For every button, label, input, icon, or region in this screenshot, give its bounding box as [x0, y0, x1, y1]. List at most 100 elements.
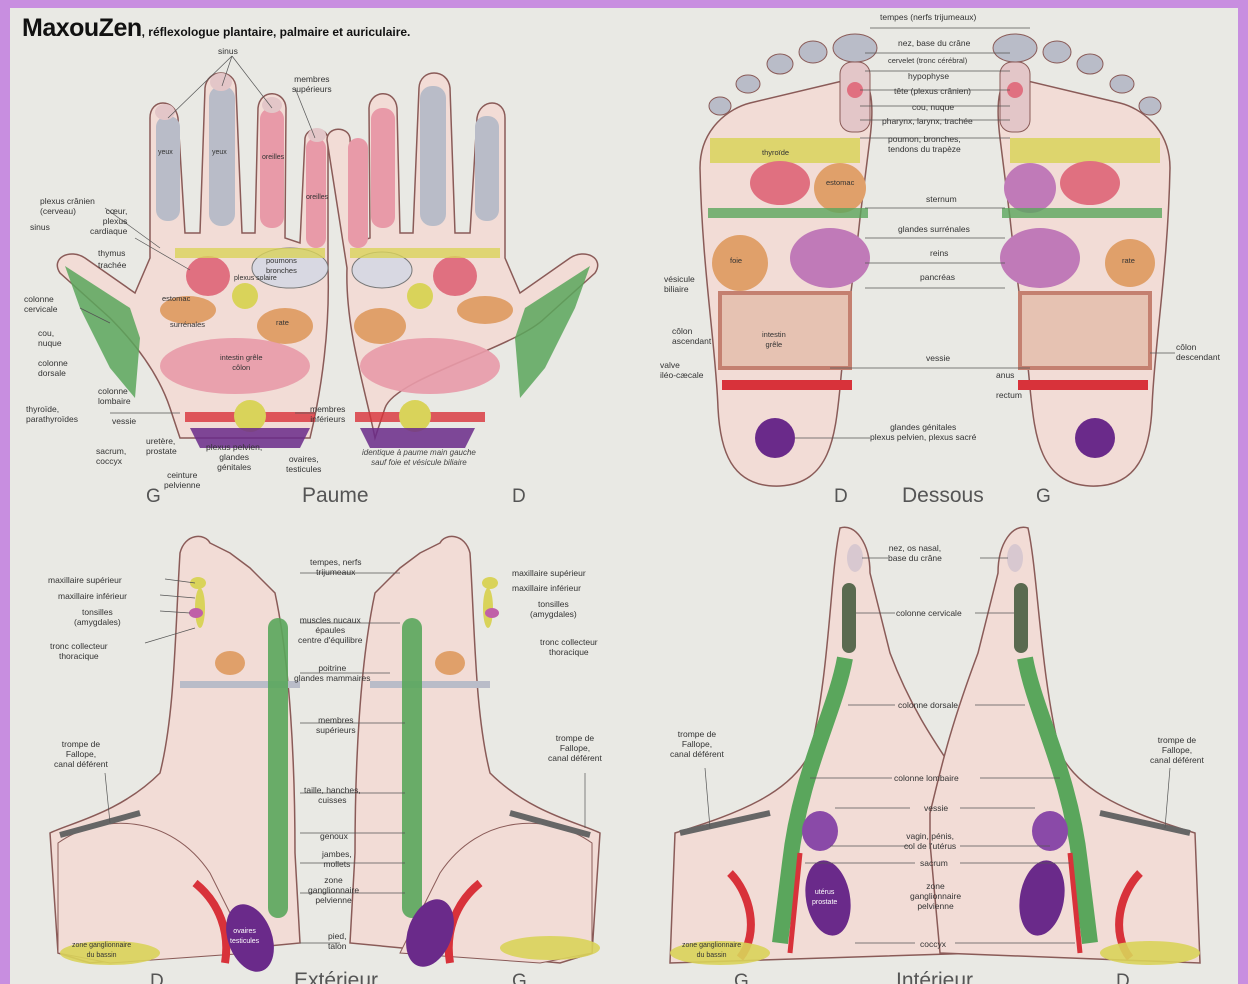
reflexology-chart: MaxouZen, réflexologue plantaire, palmai… [10, 8, 1238, 984]
label-nose: nez, base du crâne [898, 38, 970, 48]
label-lung-sole: poumon, bronches, tendons du trapèze [888, 134, 961, 154]
exterior-side-right: G [512, 971, 527, 984]
interior-panel: nez, os nasal, base du crâne colonne cer… [630, 513, 1238, 984]
label-upper-jaw: maxillaire supérieur [48, 575, 122, 585]
label-stomach: estomac [162, 294, 190, 304]
label-spleen: rate [276, 318, 289, 328]
label-intestine: intestin grêle côlon [220, 353, 263, 373]
label-thoracic-duct-r: tronc collecteur thoracique [540, 637, 598, 657]
label-fallopian-int-left: trompe de Fallope, canal déférent [670, 729, 724, 759]
interior-side-right: D [1116, 971, 1130, 984]
label-thyroid-sole: thyroïde [762, 148, 789, 158]
label-fallopian-left: trompe de Fallope, canal déférent [54, 739, 108, 769]
label-small-intestine: intestin grêle [762, 330, 786, 350]
label-sinus: sinus [218, 46, 238, 56]
pancreas-zone [790, 228, 870, 288]
label-pelvis-zone-int: zone ganglionnaire du bassin [682, 941, 741, 961]
heart-zone [186, 256, 230, 296]
label-dorsal-spine: colonne dorsale [38, 358, 68, 378]
label-upper-limbs: membres supérieurs [292, 74, 332, 94]
label-cerebellum: cervelet (tronc cérébral) [888, 56, 967, 66]
label-upper-limbs-ext: membres supérieurs [316, 715, 356, 735]
label-tonsils: tonsilles (amygdales) [74, 607, 121, 627]
palm-side-left: G [146, 486, 161, 508]
palm-panel: sinus membres supérieurs yeux yeux oreil… [10, 8, 620, 508]
label-vagina: vagin, pénis, col de l'utérus [904, 831, 956, 851]
label-ascending-colon: côlon ascendant [672, 326, 711, 346]
label-pelvic-zone-ext: zone ganglionnaire pelvienne [308, 875, 359, 905]
label-anus: anus [996, 370, 1014, 380]
label-tonsils-r: tonsilles (amygdales) [530, 599, 577, 619]
label-bladder-int: vessie [924, 803, 948, 813]
label-descending-colon: côlon descendant [1176, 342, 1220, 362]
label-ovaries: ovaires, testicules [286, 454, 321, 474]
label-dorsal-int: colonne dorsale [898, 700, 958, 710]
label-ears-2: oreilles [306, 193, 328, 203]
label-spleen-sole: rate [1122, 256, 1135, 266]
label-valve: valve iléo-cæcale [660, 360, 703, 380]
label-bladder-sole: vessie [926, 353, 950, 363]
label-rectum: rectum [996, 390, 1022, 400]
label-eyes-1: yeux [158, 148, 173, 158]
interior-side-left: G [734, 971, 749, 984]
exterior-side-left: D [150, 971, 164, 984]
label-thyroid: thyroïde, parathyroïdes [26, 404, 78, 424]
cervical-zone [842, 583, 856, 653]
label-solar-plexus: plexus solaire [234, 274, 277, 284]
label-thymus: thymus [98, 248, 125, 258]
right-hand [327, 73, 598, 448]
label-temples-ext: tempes, nerfs trijumeaux [310, 557, 362, 577]
label-cervical-int: colonne cervicale [896, 608, 962, 618]
label-temples: tempes (nerfs trijumeaux) [880, 12, 976, 22]
pelvic-zone [234, 400, 266, 432]
label-legs: jambes, mollets [322, 849, 352, 869]
palm-caption: Paume [302, 484, 369, 508]
label-stomach-sole: estomac [826, 178, 854, 188]
sole-caption: Dessous [902, 484, 984, 508]
label-gallbladder: vésicule biliaire [664, 274, 695, 294]
label-coccyx: coccyx [920, 939, 946, 949]
label-adrenal-glands: glandes surrénales [898, 224, 970, 234]
label-waist: taille, hanches, cuisses [304, 785, 361, 805]
right-sole [700, 34, 877, 486]
label-pelvic-belt: ceinture pelvienne [164, 470, 200, 490]
genital-zone [755, 418, 795, 458]
label-lower-jaw: maxillaire inférieur [58, 591, 127, 601]
label-fallopian-right: trompe de Fallope, canal déférent [548, 733, 602, 763]
label-eyes-2: yeux [212, 148, 227, 158]
label-pituitary: hypophyse [908, 71, 949, 81]
label-pancreas: pancréas [920, 272, 955, 282]
label-pelvic-plexus: plexus pelvien, glandes génitales [206, 442, 262, 472]
label-sacrum-int: sacrum [920, 858, 948, 868]
label-uterus: utérus prostate [812, 888, 837, 908]
exterior-caption: Extérieur [294, 969, 378, 984]
label-sinus-left: sinus [30, 222, 50, 232]
label-lower-jaw-r: maxillaire inférieur [512, 583, 581, 593]
label-liver: foie [730, 256, 742, 266]
label-head: tête (plexus crânien) [894, 86, 971, 96]
sole-panel: tempes (nerfs trijumeaux) nez, base du c… [630, 8, 1238, 508]
label-kidneys: reins [930, 248, 948, 258]
label-adrenals: surrénales [170, 320, 205, 330]
label-heel: pied, talon [328, 931, 346, 951]
finger-zone-ears-1 [260, 108, 284, 228]
label-nasal-bone: nez, os nasal, base du crâne [888, 543, 942, 563]
exterior-panel: maxillaire supérieur maxillaire inférieu… [10, 513, 620, 984]
solar-plexus-zone [232, 283, 258, 309]
label-knees: genoux [320, 831, 348, 841]
label-neck: cou, nuque [38, 328, 62, 348]
label-cervical-spine: colonne cervicale [24, 294, 58, 314]
label-chest: poitrine glandes mammaires [294, 663, 371, 683]
label-pharynx: pharynx, larynx, trachée [882, 116, 973, 126]
label-fallopian-int-right: trompe de Fallope, canal déférent [1150, 735, 1204, 765]
label-heart: cœur, plexus cardiaque [90, 206, 127, 236]
label-ears-1: oreilles [262, 153, 284, 163]
sole-side-left: D [834, 486, 848, 508]
label-genital-glands: glandes génitales plexus pelvien, plexus… [870, 422, 976, 442]
finger-zone-eyes-1 [156, 116, 180, 221]
label-upper-jaw-r: maxillaire supérieur [512, 568, 586, 578]
label-pelvis-zone-ext: zone ganglionnaire du bassin [72, 941, 131, 961]
label-lumbar-spine: colonne lombaire [98, 386, 131, 406]
label-sternum: sternum [926, 194, 957, 204]
label-sacrum: sacrum, coccyx [96, 446, 126, 466]
